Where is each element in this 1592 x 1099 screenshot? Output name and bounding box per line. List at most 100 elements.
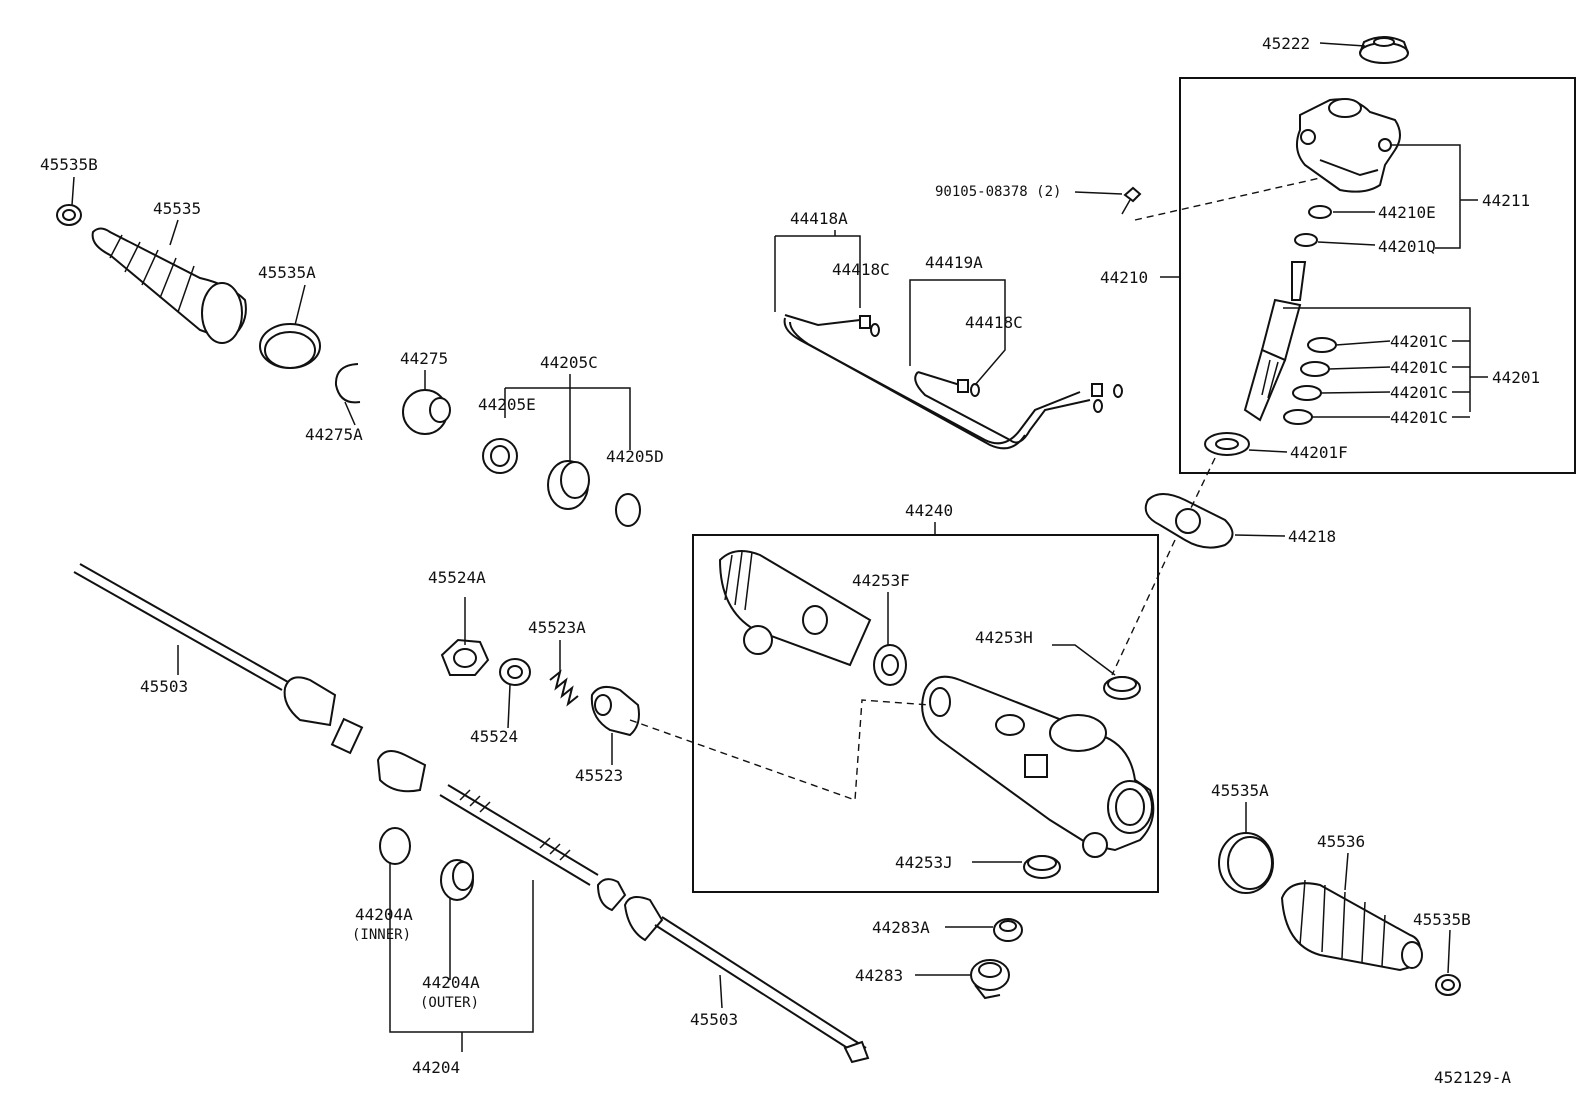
label-44210: 44210: [1100, 268, 1148, 287]
part-44210-pinion-shaft: [1243, 261, 1307, 422]
part-44283-nut: [970, 959, 1010, 1000]
part-44205D-o-ring: [615, 493, 641, 527]
label-44253F: 44253F: [852, 571, 910, 590]
label-44205D: 44205D: [606, 447, 664, 466]
label-44204A-outer-note: (OUTER): [420, 995, 479, 1011]
part-44201F-bearing: [1204, 432, 1250, 456]
guide-line-bolt-to-housing: [1134, 177, 1321, 221]
housing-group-box: [692, 534, 1159, 893]
leader-45535A-left: [294, 284, 306, 326]
label-44283A: 44283A: [872, 918, 930, 937]
label-45535B-right: 45535B: [1413, 910, 1471, 929]
label-45524A: 45524A: [428, 568, 486, 587]
guide-line-gasket-to-plug: [1111, 539, 1176, 676]
label-44201C-4: 44201C: [1390, 408, 1448, 427]
label-44210E: 44210E: [1378, 203, 1436, 222]
leader-45503-right: [719, 974, 723, 1009]
part-44253J-plug: [1023, 855, 1061, 879]
leader-44218: [1234, 534, 1286, 537]
leader-45535-left: [169, 219, 179, 246]
part-45535A-band-right: [1218, 832, 1274, 894]
part-44204A-outer-bushing: [440, 859, 474, 901]
part-44205E-bearing: [482, 438, 518, 474]
label-44204A-outer: 44204A: [422, 973, 480, 992]
part-44218-gasket: [1144, 493, 1234, 549]
label-45222: 45222: [1262, 34, 1310, 53]
label-45523A: 45523A: [528, 618, 586, 637]
label-44205C: 44205C: [540, 353, 598, 372]
part-44201Q-bearing: [1294, 233, 1318, 247]
part-45524-adjuster: [499, 658, 531, 686]
leader-44275A: [344, 401, 356, 426]
label-44201: 44201: [1492, 368, 1540, 387]
leader-90105: [1074, 191, 1123, 195]
part-44240-housing: [718, 550, 1155, 858]
guide-line-rackguide-to-housing: [629, 699, 931, 801]
part-44201C-seals: [1283, 337, 1337, 425]
label-44418A: 44418A: [790, 209, 848, 228]
label-44201Q: 44201Q: [1378, 237, 1436, 256]
bracket-44211: [1390, 144, 1478, 249]
part-45535B-clamp-right: [1435, 974, 1461, 996]
part-45535B-clamp-left: [56, 204, 82, 226]
label-44201F: 44201F: [1290, 443, 1348, 462]
leader-45524: [507, 684, 511, 729]
label-45523: 45523: [575, 766, 623, 785]
part-44253H-plug: [1103, 676, 1141, 700]
label-44275: 44275: [400, 349, 448, 368]
bracket-44204: [389, 862, 534, 1052]
label-44201C-1: 44201C: [1390, 332, 1448, 351]
label-44253J: 44253J: [895, 853, 953, 872]
label-44283: 44283: [855, 966, 903, 985]
label-44204: 44204: [412, 1058, 460, 1077]
part-45535-boot-left: [91, 227, 247, 344]
leader-44201F: [1248, 449, 1288, 453]
label-44418C-2: 44418C: [965, 313, 1023, 332]
label-45535A-left: 45535A: [258, 263, 316, 282]
label-44218: 44218: [1288, 527, 1336, 546]
part-44253F-bearing: [873, 644, 907, 686]
label-44211: 44211: [1482, 191, 1530, 210]
label-45503-right: 45503: [690, 1010, 738, 1029]
bracket-44419A: [909, 279, 1006, 386]
label-44275A: 44275A: [305, 425, 363, 444]
leader-45536: [1344, 852, 1349, 891]
leader-44201Q: [1317, 241, 1376, 246]
part-44211-housing-cap: [1295, 98, 1401, 193]
leader-45535B-left: [71, 176, 75, 206]
label-44201C-3: 44201C: [1390, 383, 1448, 402]
leader-45222: [1319, 42, 1366, 47]
part-45523A-spring: [549, 669, 579, 707]
label-45503-left: 45503: [140, 677, 188, 696]
guide-line-pinion-to-gasket: [1189, 457, 1216, 511]
label-44418C-1: 44418C: [832, 260, 890, 279]
leader-45535B-right: [1447, 929, 1451, 974]
label-44240: 44240: [905, 501, 953, 520]
part-45222-dust-cover: [1359, 36, 1409, 64]
diagram-id: 452129-A: [1434, 1068, 1511, 1087]
part-44283A-plug: [993, 918, 1023, 942]
part-45523-rack-guide: [590, 685, 640, 737]
part-90105-bolt: [1121, 186, 1142, 215]
part-45503-tie-rod-right: [623, 895, 870, 1064]
label-45536: 45536: [1317, 832, 1365, 851]
label-44205E: 44205E: [478, 395, 536, 414]
label-45535B-left: 45535B: [40, 155, 98, 174]
label-44253H: 44253H: [975, 628, 1033, 647]
label-45524: 45524: [470, 727, 518, 746]
part-rack-bar: [376, 750, 627, 912]
part-44205C-bushing: [547, 460, 590, 510]
part-44275-bushing: [402, 389, 451, 435]
leaders-44201C: [1312, 340, 1488, 418]
leader-44253H: [1052, 644, 1116, 676]
part-45524A-lock-nut: [440, 638, 490, 676]
bracket-44418A: [774, 230, 861, 312]
label-45535A-right: 45535A: [1211, 781, 1269, 800]
label-44419A: 44419A: [925, 253, 983, 272]
part-44210E-seal: [1308, 205, 1332, 219]
part-45535A-band-left: [259, 323, 321, 369]
label-44201C-2: 44201C: [1390, 358, 1448, 377]
part-44275A-snap-ring: [334, 363, 361, 404]
pinion-group-box: [1179, 77, 1576, 474]
